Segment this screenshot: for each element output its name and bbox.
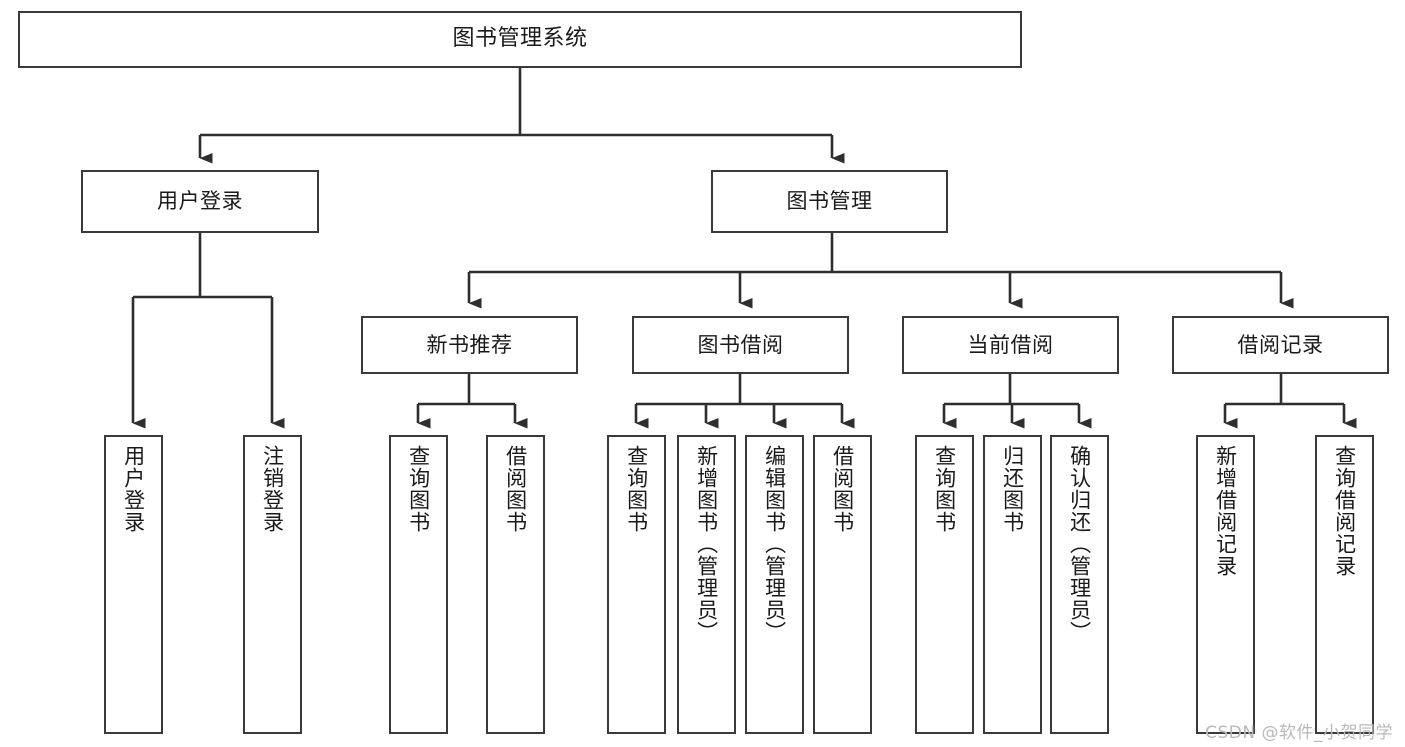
node-label: 借阅图书 xyxy=(503,445,528,533)
leaf-borrow-borrow-book[interactable]: 借阅图书 xyxy=(813,435,872,734)
watermark: CSDN @软件_小贺同学 xyxy=(1205,723,1393,743)
node-label: 借阅图书 xyxy=(830,445,855,533)
node-user-login[interactable]: 用户登录 xyxy=(81,170,319,233)
node-label: 新书推荐 xyxy=(426,332,513,357)
node-new-book-recommend[interactable]: 新书推荐 xyxy=(361,316,578,374)
node-label: 查询借阅记录 xyxy=(1332,445,1357,577)
leaf-current-query-book[interactable]: 查询图书 xyxy=(915,435,974,734)
leaf-current-return-book[interactable]: 归还图书 xyxy=(983,435,1042,734)
node-label: 查询图书 xyxy=(932,445,957,533)
leaf-record-add-record[interactable]: 新增借阅记录 xyxy=(1196,435,1255,734)
leaf-borrow-add-book[interactable]: 新增图书（管理员） xyxy=(677,435,736,734)
leaf-borrow-query-book[interactable]: 查询图书 xyxy=(607,435,666,734)
node-label: 用户登录 xyxy=(157,189,243,214)
leaf-record-query-record[interactable]: 查询借阅记录 xyxy=(1315,435,1374,734)
node-borrow-record[interactable]: 借阅记录 xyxy=(1172,316,1389,374)
node-label: 图书借阅 xyxy=(697,332,784,357)
node-label: 注销登录 xyxy=(260,445,285,533)
node-label: 确认归还（管理员） xyxy=(1067,445,1092,643)
node-label: 归还图书 xyxy=(1000,445,1025,533)
node-label: 图书管理系统 xyxy=(452,26,588,52)
node-label: 编辑图书（管理员） xyxy=(762,445,787,643)
leaf-recommend-borrow-book[interactable]: 借阅图书 xyxy=(486,435,545,734)
node-label: 新增借阅记录 xyxy=(1213,445,1238,577)
node-label: 查询图书 xyxy=(406,445,431,533)
node-label: 查询图书 xyxy=(624,445,649,533)
node-label: 图书管理 xyxy=(786,189,873,214)
node-root-system[interactable]: 图书管理系统 xyxy=(18,11,1022,68)
leaf-user-login-logout[interactable]: 注销登录 xyxy=(243,435,302,734)
node-label: 借阅记录 xyxy=(1237,332,1324,357)
node-label: 当前借阅 xyxy=(967,332,1054,357)
leaf-user-login-login[interactable]: 用户登录 xyxy=(104,435,163,734)
node-label: 用户登录 xyxy=(121,445,146,533)
node-book-borrow[interactable]: 图书借阅 xyxy=(632,316,849,374)
leaf-borrow-edit-book[interactable]: 编辑图书（管理员） xyxy=(745,435,804,734)
node-current-borrow[interactable]: 当前借阅 xyxy=(902,316,1119,374)
leaf-current-confirm-return[interactable]: 确认归还（管理员） xyxy=(1050,435,1109,734)
node-label: 新增图书（管理员） xyxy=(694,445,719,643)
node-book-management[interactable]: 图书管理 xyxy=(711,170,948,233)
leaf-recommend-query-book[interactable]: 查询图书 xyxy=(389,435,448,734)
